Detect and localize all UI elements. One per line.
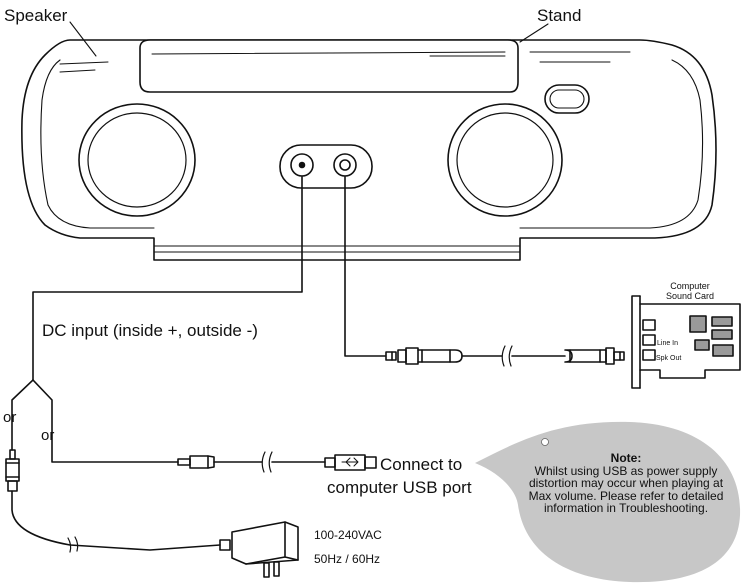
right-driver [447, 103, 563, 217]
jack-panel [279, 144, 373, 189]
power-adapter [219, 521, 299, 578]
speaker-bezel [40, 59, 704, 229]
note-body: Whilst using USB as power supply distort… [528, 463, 724, 515]
speaker-label: Speaker [4, 6, 68, 25]
usb-label-line-2: computer USB port [327, 478, 472, 497]
stand [139, 39, 519, 93]
audio-cable [344, 176, 386, 357]
sound-card-label-line-1: Computer [670, 281, 710, 291]
adapter-voltage-label: 100-240VAC [314, 528, 382, 542]
audio-plug-left [385, 347, 463, 365]
left-driver [78, 103, 196, 217]
usb-dc-plug [177, 455, 215, 469]
spk-out-label: Spk Out [656, 355, 682, 362]
sound-card [631, 295, 741, 389]
volume-button [544, 84, 590, 114]
dc-barrel-plug [5, 449, 20, 492]
stand-label: Stand [537, 6, 582, 25]
dc-input-label: DC input (inside +, outside -) [42, 321, 258, 340]
usb-label-line-1: Connect to [380, 455, 463, 474]
audio-plug-right [564, 347, 625, 365]
note-bubble [475, 421, 741, 583]
note-title: Note: [610, 451, 642, 465]
line-in-label: Line In [657, 340, 679, 347]
sound-card-label-line-2: Sound Card [665, 291, 715, 301]
speaker-body [21, 39, 717, 261]
or-label-1: or [3, 409, 17, 426]
note-text: Note: Whilst using USB as power supply d… [520, 452, 732, 515]
or-label-2: or [41, 427, 55, 444]
usb-plug [324, 454, 377, 471]
dc-jack [290, 153, 314, 177]
dc-cable [32, 176, 303, 381]
adapter-frequency-label: 50Hz / 60Hz [314, 552, 381, 566]
audio-jack [333, 153, 357, 177]
